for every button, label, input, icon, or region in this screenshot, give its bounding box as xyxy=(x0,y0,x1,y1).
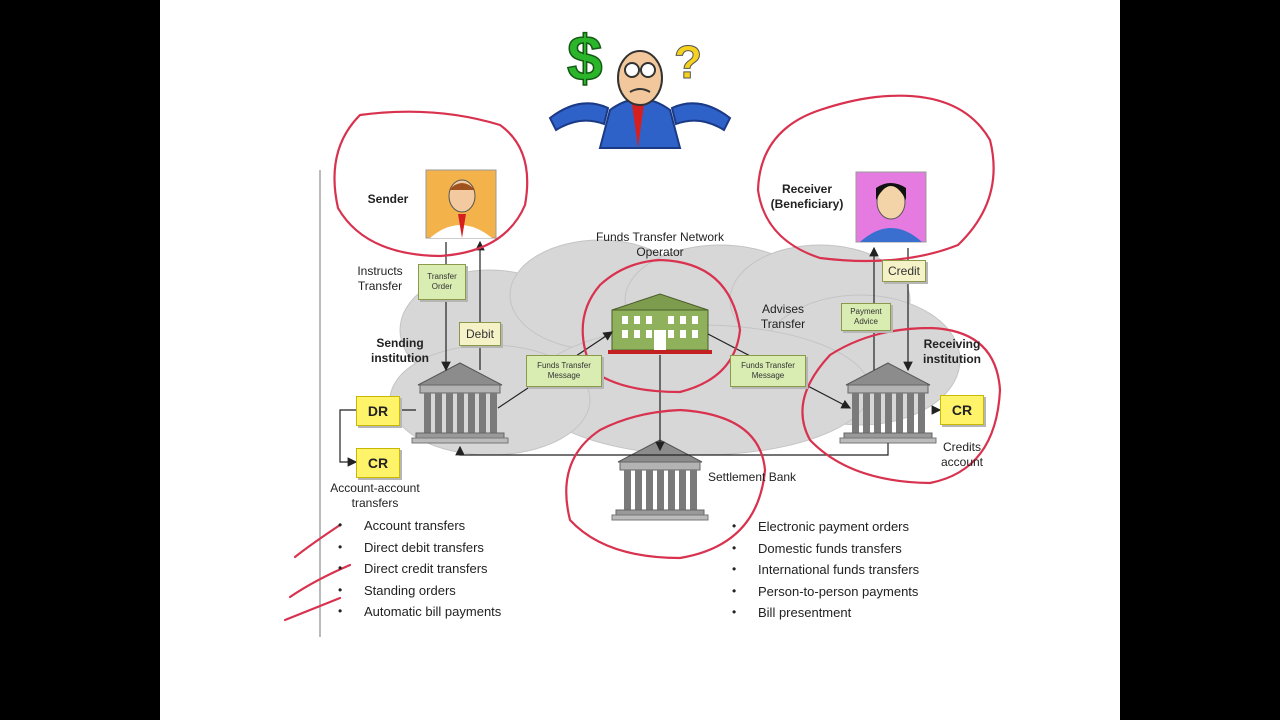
credit-box: Credit xyxy=(882,260,926,282)
credits-account-label: Credits account xyxy=(940,440,984,469)
list-item: International funds transfers xyxy=(732,562,919,584)
sender-portrait xyxy=(425,169,497,239)
transfer-order-box: Transfer Order xyxy=(418,264,466,300)
receiving-institution-label: Receiving institution xyxy=(923,337,981,366)
slide: $ ? xyxy=(160,0,1120,720)
check-mark-1 xyxy=(293,523,342,559)
list-item: Bill presentment xyxy=(732,605,919,627)
advises-transfer-label: Advises Transfer xyxy=(760,302,806,331)
list-item: Account transfers xyxy=(338,518,501,540)
dollar-sign-icon: $ xyxy=(567,22,603,94)
operator-circle xyxy=(581,258,742,394)
receiver-portrait xyxy=(855,171,927,243)
list-item: Domestic funds transfers xyxy=(732,541,919,563)
sending-institution-label: Sending institution xyxy=(371,336,429,365)
list-item: Direct debit transfers xyxy=(338,540,501,562)
account-account-label: Account-account transfers xyxy=(330,481,420,510)
dr-ledger: DR xyxy=(356,396,400,426)
red-annotations xyxy=(283,94,1002,622)
diagram-canvas: $ ? xyxy=(283,21,1002,637)
list-item: Standing orders xyxy=(338,583,501,605)
right-bullet-list: Electronic payment orders Domestic funds… xyxy=(732,519,919,627)
confused-man-clipart: $ ? xyxy=(548,21,732,149)
network-operator-building-icon xyxy=(608,293,712,354)
question-mark-icon: ? xyxy=(674,36,702,88)
list-item: Electronic payment orders xyxy=(732,519,919,541)
list-item: Person-to-person payments xyxy=(732,584,919,606)
debit-box: Debit xyxy=(459,322,501,346)
settlement-circle xyxy=(565,408,767,560)
payment-advice-box: Payment Advice xyxy=(841,303,891,331)
funds-transfer-message-box-left: Funds Transfer Message xyxy=(526,355,602,387)
receiving-institution-circle xyxy=(801,326,1002,485)
cr-ledger-left: CR xyxy=(356,448,400,478)
instructs-transfer-label: Instructs Transfer xyxy=(357,264,403,293)
receiver-circle xyxy=(756,94,995,263)
left-bullet-list: Account transfers Direct debit transfers… xyxy=(338,518,501,626)
receiver-label: Receiver (Beneficiary) xyxy=(770,182,844,211)
check-mark-3 xyxy=(283,596,342,622)
list-item: Direct credit transfers xyxy=(338,561,501,583)
network-operator-label: Funds Transfer Network Operator xyxy=(595,230,725,259)
list-item: Automatic bill payments xyxy=(338,604,501,626)
sender-label: Sender xyxy=(367,192,409,206)
settlement-bank-label: Settlement Bank xyxy=(708,470,797,484)
cr-ledger-right: CR xyxy=(940,395,984,425)
funds-transfer-message-box-right: Funds Transfer Message xyxy=(730,355,806,387)
sender-circle xyxy=(333,110,529,258)
